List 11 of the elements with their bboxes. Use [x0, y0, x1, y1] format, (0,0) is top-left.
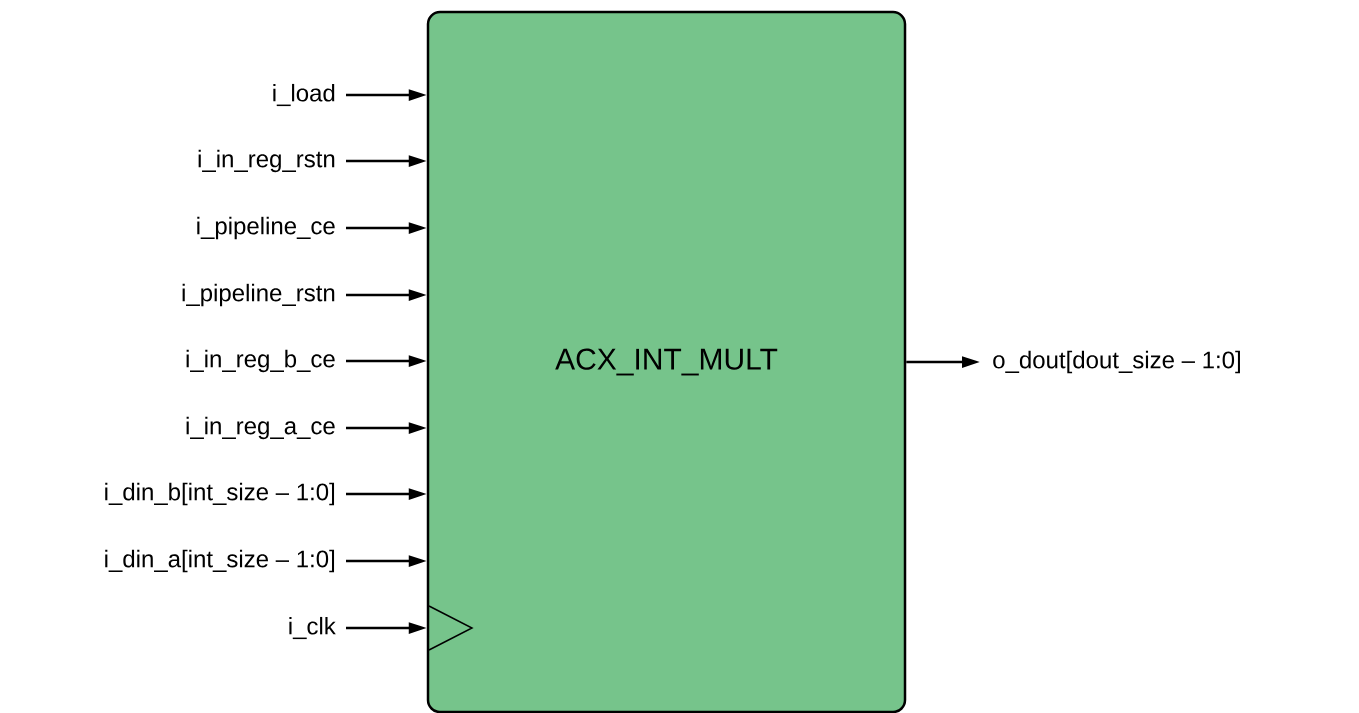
signal-label: i_in_reg_b_ce	[186, 349, 335, 373]
signal-label: i_pipeline_ce	[197, 216, 335, 240]
signal-label: o_dout[dout_size – 1:0]	[993, 350, 1240, 374]
signal-label: i_din_a[int_size – 1:0]	[105, 549, 335, 573]
signal-label: i_load	[273, 83, 335, 107]
signal-label: i_in_reg_a_ce	[186, 416, 335, 440]
signal-label: i_din_b[int_size – 1:0]	[105, 482, 335, 506]
block-box: ACX_INT_MULT	[426, 10, 907, 713]
signal-label: i_in_reg_rstn	[198, 149, 335, 173]
signal-label: i_pipeline_rstn	[182, 283, 335, 307]
signal-label: i_clk	[289, 616, 336, 640]
